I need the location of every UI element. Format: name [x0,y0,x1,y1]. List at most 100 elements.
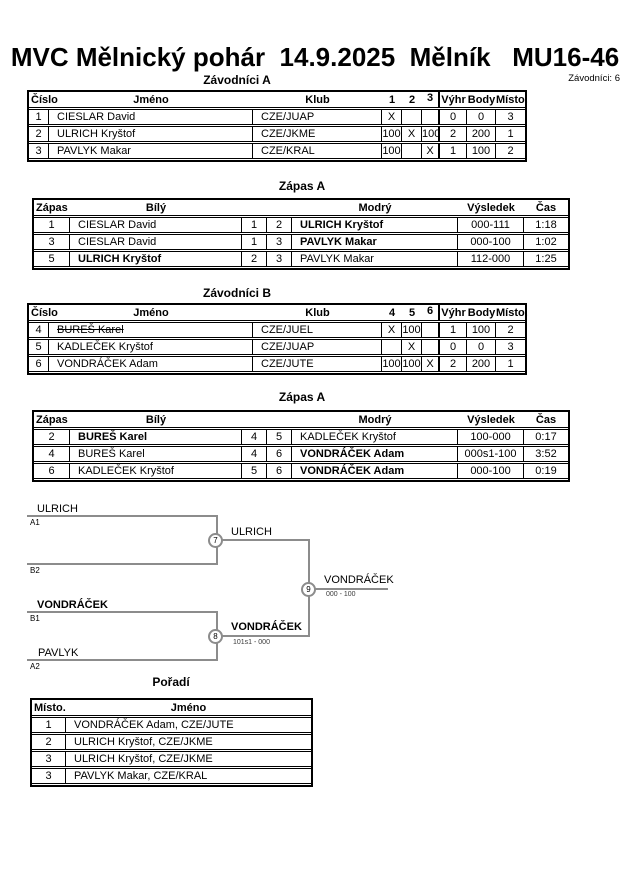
cell-r1: X [382,322,402,338]
cell-klub: CZE/JUEL [253,322,382,338]
bracket-match-score: 101s1 - 000 [233,639,270,646]
group-b-title: Závodníci B [202,286,271,300]
header-klub: Klub [305,93,330,106]
cell-zapas: 2 [34,429,70,445]
matches-b-table: Zápas Bílý Modrý Výsledek Čas 2 BUREŠ Ka… [32,410,570,482]
cell-jmeno: VONDRÁČEK Adam [49,356,253,372]
bracket-line [27,611,218,613]
cell-zapas: 1 [34,217,70,233]
bracket-seed-name: PAVLYK [38,647,79,659]
header-bily: Bílý [145,413,167,426]
cell-r1: 100 [382,143,402,159]
table-row: 3 PAVLYK Makar, CZE/KRAL [32,768,311,784]
cell-jmeno: PAVLYK Makar, CZE/KRAL [66,768,311,784]
group-a-table: Číslo Jméno Klub 1 2 3 Výhr Body Místo. … [27,90,528,162]
table-header-row: Číslo Jméno Klub 1 2 3 Výhr Body Místo. [29,92,528,108]
cell-vysledek: 000-100 [458,463,524,479]
cell-misto: 1 [32,717,66,733]
table-row: 2 ULRICH Kryštof, CZE/JKME [32,734,311,750]
cell-r3 [422,339,440,355]
table-row: 1 CIESLAR David CZE/JUAP X 0 0 3 [29,109,525,125]
table-row: 3 CIESLAR David 1 3 PAVLYK Makar 000-100… [34,234,568,250]
cell-bily: BUREŠ Karel [70,446,242,462]
header-bily: Bílý [145,201,167,214]
cell-r2: X [402,126,422,142]
header-misto: Místo. [496,93,528,106]
table-row: 3 ULRICH Kryštof, CZE/JKME [32,751,311,767]
cell-cislo: 1 [29,109,49,125]
cell-vyhr: 1 [440,322,467,338]
cell-cislo: 6 [29,356,49,372]
cell-misto: 1 [496,356,525,372]
bracket-seed-code: A2 [30,662,40,671]
cell-cas: 0:17 [524,429,568,445]
header-modry: Modrý [358,201,392,214]
table-body: 2 BUREŠ Karel 4 5 KADLEČEK Kryštof 100-0… [34,428,568,480]
cell-r3: X [422,356,440,372]
cell-klub: CZE/JUAP [253,339,382,355]
cell-r3 [422,109,440,125]
header-opp-4: 4 [388,306,396,319]
header-vysledek: Výsledek [467,201,515,214]
cell-cas: 0:19 [524,463,568,479]
table-row: 2 ULRICH Kryštof CZE/JKME 100 X 100 2 20… [29,126,525,142]
cell-misto: 3 [496,109,525,125]
cell-cislo: 4 [29,322,49,338]
cell-modry: KADLEČEK Kryštof [292,429,458,445]
cell-n2: 3 [267,234,292,250]
table-body: 4 BUREŠ Karel CZE/JUEL X 100 1 100 2 5 K… [29,321,525,373]
cell-zapas: 3 [34,234,70,250]
bracket-line [27,515,218,517]
cell-misto: 2 [496,143,525,159]
group-a-title: Závodníci A [203,73,271,87]
cell-jmeno: ULRICH Kryštof [49,126,253,142]
standings-title: Pořadí [152,675,190,689]
header-cas: Čas [535,201,557,214]
table-row: 4 BUREŠ Karel CZE/JUEL X 100 1 100 2 [29,322,525,338]
cell-misto: 1 [496,126,525,142]
bracket-winner-name: ULRICH [231,526,272,538]
cell-cas: 3:52 [524,446,568,462]
cell-bily: BUREŠ Karel [70,429,242,445]
cell-modry: VONDRÁČEK Adam [292,463,458,479]
cell-n1: 2 [242,251,267,267]
cell-r2: 100 [402,322,422,338]
cell-body: 0 [467,109,496,125]
header-jmeno: Jméno [133,93,169,106]
cell-n1: 4 [242,446,267,462]
page-title: MVC Mělnický pohár 14.9.2025 Mělník MU16… [10,42,620,72]
bracket-winner-name: VONDRÁČEK [231,621,302,633]
group-b-table: Číslo Jméno Klub 4 5 6 Výhr Body Místo. … [27,303,528,375]
cell-zapas: 5 [34,251,70,267]
cell-vyhr: 0 [440,339,467,355]
header-opp-3: 3 [422,92,440,107]
cell-cislo: 5 [29,339,49,355]
cell-cas: 1:25 [524,251,568,267]
cell-body: 100 [467,143,496,159]
header-zapas: Zápas [36,413,68,426]
cell-modry: VONDRÁČEK Adam [292,446,458,462]
cell-body: 200 [467,356,496,372]
cell-bily: CIESLAR David [70,234,242,250]
header-opp-1: 1 [388,93,396,106]
bracket-line [27,563,218,565]
cell-jmeno: KADLEČEK Kryštof [49,339,253,355]
table-row: 3 PAVLYK Makar CZE/KRAL 100 X 1 100 2 [29,143,525,159]
cell-n2: 6 [267,446,292,462]
header-zapas: Zápas [36,201,68,214]
cell-misto: 3 [32,751,66,767]
table-row: 2 BUREŠ Karel 4 5 KADLEČEK Kryštof 100-0… [34,429,568,445]
header-klub: Klub [305,306,330,319]
cell-cislo: 2 [29,126,49,142]
cell-modry: ULRICH Kryštof [292,217,458,233]
cell-n2: 6 [267,463,292,479]
cell-misto: 3 [496,339,525,355]
cell-body: 200 [467,126,496,142]
cell-zapas: 4 [34,446,70,462]
cell-vysledek: 000-100 [458,234,524,250]
cell-r1: 100 [382,126,402,142]
cell-n2: 5 [267,429,292,445]
cell-jmeno: PAVLYK Makar [49,143,253,159]
bracket-seed-code: B1 [30,614,40,623]
